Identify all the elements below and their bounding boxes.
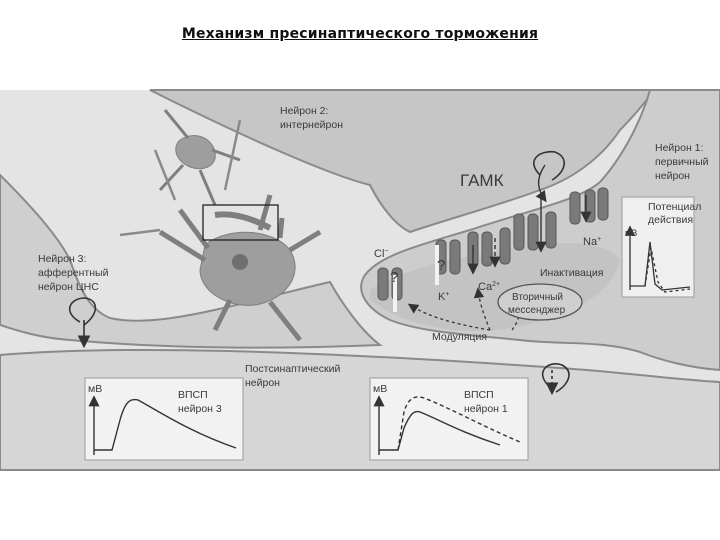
postsynaptic-label-line2: нейрон (245, 377, 280, 389)
second-messenger-line2: мессенджер (508, 305, 566, 316)
k-superscript: + (445, 291, 449, 298)
action-potential-mv-label: мВ (625, 228, 637, 238)
cl-superscript: − (384, 248, 388, 255)
neuron1-label-line2: первичный (655, 156, 709, 168)
epsp-neuron1-box (370, 378, 528, 460)
na-superscript: + (597, 236, 601, 243)
question-mark-1: ? (390, 269, 398, 286)
neuron3-label-line2: афферентный (38, 267, 109, 279)
neuron2-label-line2: интернейрон (280, 119, 343, 131)
epsp3-title: ВПСП (178, 389, 208, 401)
second-messenger-line1: Вторичный (512, 292, 563, 303)
neuron1-label-line1: Нейрон 1: (655, 142, 703, 154)
epsp1-title: ВПСП (464, 389, 494, 401)
modulation-label: Модуляция (432, 331, 487, 343)
postsynaptic-label-line1: Постсинаптический (245, 363, 340, 375)
epsp-neuron3-box (85, 378, 243, 460)
gaba-label: ГАМК (460, 171, 504, 190)
ca-superscript: 2+ (492, 281, 500, 288)
action-potential-label-line1: Потенциал (648, 201, 701, 213)
neuron3-label-line3: нейрон ЦНС (38, 281, 99, 293)
epsp3-mv-label: мВ (88, 383, 102, 395)
neuron1-label-line3: нейрон (655, 170, 690, 182)
question-mark-2: ? (437, 257, 445, 274)
action-potential-label-line2: действия (648, 214, 693, 226)
epsp1-mv-label: мВ (373, 383, 387, 395)
inactivation-label: Инактивация (540, 267, 603, 279)
neuron3-label-line1: Нейрон 3: (38, 253, 86, 265)
epsp3-subtitle: нейрон 3 (178, 403, 222, 415)
neuron2-label-line1: Нейрон 2: (280, 105, 328, 117)
epsp1-subtitle: нейрон 1 (464, 403, 508, 415)
